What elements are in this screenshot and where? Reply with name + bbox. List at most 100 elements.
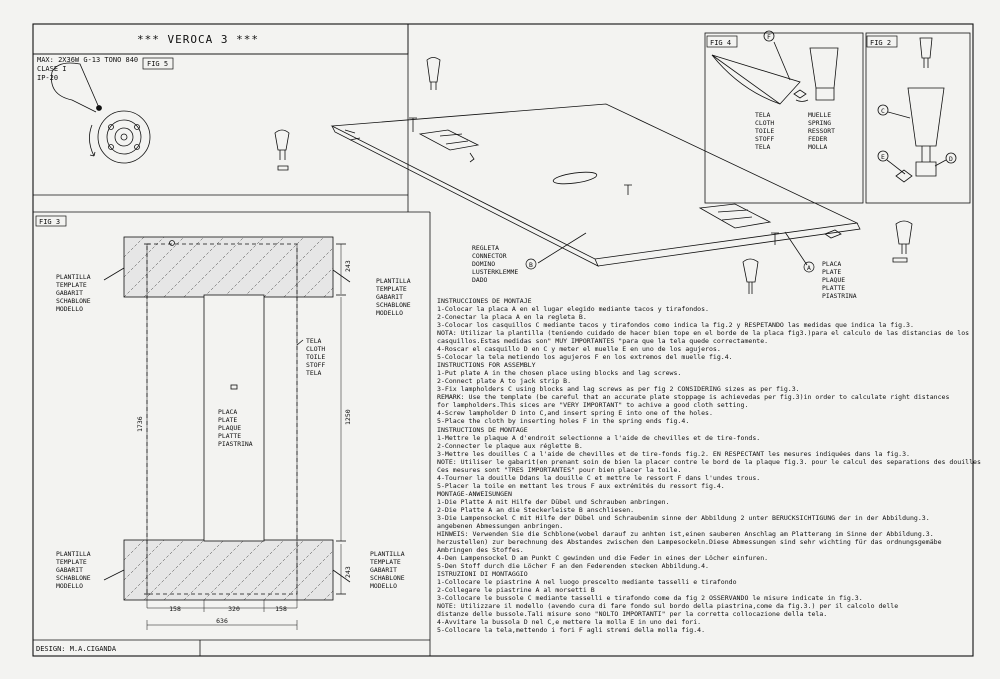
svg-text:TELA: TELA <box>306 337 322 345</box>
instr-line: 2-Connect plate A to jack strip B. <box>437 377 572 386</box>
svg-text:PLATE: PLATE <box>822 268 841 276</box>
fig2-callout-d: D <box>949 155 953 163</box>
instr-line: 3-Collocare le bussole C mediante tassel… <box>437 594 863 603</box>
svg-text:PLAQUE: PLAQUE <box>218 424 241 432</box>
svg-text:DADO: DADO <box>472 276 488 284</box>
svg-text:PIASTRINA: PIASTRINA <box>822 292 857 300</box>
designer-credit: DESIGN: M.A.CIGANDA <box>36 645 117 653</box>
fig4-spring-labels: MUELLE SPRING RESSORT FEDER MOLLA <box>808 111 835 151</box>
instr-line: 5-Place the cloth by inserting holes F i… <box>437 417 690 426</box>
fig3-plate-label: PLACA PLATE PLAQUE PLATTE PIASTRINA <box>218 408 253 448</box>
svg-text:TELA: TELA <box>755 143 771 151</box>
instr-line: HINWEIS: Verwenden Sie die Schblone(wobe… <box>437 529 934 538</box>
dim-636: 636 <box>216 617 228 625</box>
svg-text:SPRING: SPRING <box>808 119 831 127</box>
svg-text:GABARIT: GABARIT <box>56 566 83 574</box>
dim-158-left: 158 <box>169 605 181 613</box>
svg-text:STOFF: STOFF <box>755 135 774 143</box>
svg-text:SCHABLONE: SCHABLONE <box>376 301 411 309</box>
instr-line: 5-Placer la toile en mettant les trous F… <box>437 481 725 490</box>
callout-b: B <box>529 261 533 269</box>
instr-line: 1-Put plate A in the chosen place using … <box>437 369 682 378</box>
fig4-label: FIG 4 <box>710 39 731 47</box>
svg-text:STOFF: STOFF <box>306 361 325 369</box>
svg-text:PLATTE: PLATTE <box>218 432 241 440</box>
callout-a: A <box>807 264 811 272</box>
svg-text:CLOTH: CLOTH <box>306 345 325 353</box>
svg-text:GABARIT: GABARIT <box>370 566 397 574</box>
template-label-bottom-right: PLANTILLA TEMPLATE GABARIT SCHABLONE MOD… <box>370 550 405 590</box>
dim-243-top: 243 <box>344 260 352 272</box>
dim-1250: 1250 <box>344 409 352 425</box>
svg-text:PLAQUE: PLAQUE <box>822 276 845 284</box>
svg-text:PLACA: PLACA <box>822 260 841 268</box>
instr-line: 2-Connecter le plaque aux réglette B. <box>437 441 583 450</box>
svg-text:RESSORT: RESSORT <box>808 127 835 135</box>
instr-line: 5-Colocar la tela metiendo los agujeros … <box>437 353 733 362</box>
svg-text:MUELLE: MUELLE <box>808 111 831 119</box>
svg-text:MODELLO: MODELLO <box>56 305 83 313</box>
fig2-callout-e: E <box>881 153 885 161</box>
svg-text:TEMPLATE: TEMPLATE <box>56 281 87 289</box>
svg-text:MODELLO: MODELLO <box>56 582 83 590</box>
svg-text:PLACA: PLACA <box>218 408 237 416</box>
fig5-label: FIG 5 <box>147 60 168 68</box>
svg-text:PLANTILLA: PLANTILLA <box>56 550 91 558</box>
assembly-instructions: INSTRUCCIONES DE MONTAJE 1-Colocar la pl… <box>437 297 993 634</box>
instr-line: 5-Collocare la tela,mettendo i fori F ag… <box>437 626 706 635</box>
fig4-box <box>704 32 864 204</box>
instr-line: Ambringen des Stoffes. <box>437 545 524 554</box>
svg-text:PIASTRINA: PIASTRINA <box>218 440 253 448</box>
svg-text:MODELLO: MODELLO <box>376 309 403 317</box>
fig2-drawing <box>877 37 957 183</box>
instr-line: for lampholders.This sices are "VERY IMP… <box>437 401 749 410</box>
instr-line: NOTE: Utiliser le gabarit(en prenant soi… <box>437 457 981 466</box>
lampholder-parts <box>274 57 913 294</box>
luminaire-isometric <box>330 103 861 267</box>
svg-text:PLATE: PLATE <box>218 416 237 424</box>
fig2-box <box>865 32 971 204</box>
svg-text:TEMPLATE: TEMPLATE <box>370 558 401 566</box>
fig5-drawing <box>51 57 174 164</box>
instr-line: herzustellen) zur berechnung des Abstand… <box>437 537 942 546</box>
instr-line: 3-Colocar los casquillos C mediante taco… <box>437 321 914 330</box>
spec-line-1: MAX: 2X36W G-13 TONO 840 <box>37 56 138 64</box>
instr-line: distanze delle bussole.Tali misure sono … <box>437 610 828 619</box>
instr-line: NOTE: Utilizzare il modello (avendo cura… <box>437 602 899 611</box>
fig3-cloth-label: TELA CLOTH TOILE STOFF TELA <box>306 337 325 377</box>
instr-line: 3-Mettre les douilles C a l'aide de chev… <box>437 449 910 458</box>
instr-line: 1-Mettre le plaque A d'endroit selection… <box>437 433 761 442</box>
svg-text:REGLETA: REGLETA <box>472 244 499 252</box>
template-label-bottom-left: PLANTILLA TEMPLATE GABARIT SCHABLONE MOD… <box>56 550 91 590</box>
template-label-top-right: PLANTILLA TEMPLATE GABARIT SCHABLONE MOD… <box>376 277 411 317</box>
instr-line: 1-Die Platte A mit Hilfe der Dübel und S… <box>437 497 670 506</box>
instr-line: Ces mesures sont "TRES IMPORTANTES" pour… <box>437 465 682 474</box>
instr-line: INSTRUCTIONS FOR ASSEMBLY <box>437 361 536 370</box>
spec-line-3: IP-20 <box>37 74 58 82</box>
instr-line: 4-Screw lampholder D into C,and insert s… <box>437 409 713 418</box>
instr-line: ISTRUZIONI DI MONTAGGIO <box>437 570 528 579</box>
instr-line: 2-Collegare le piastrine A al morsetti B <box>437 586 595 595</box>
instr-line: 5-Den Stoff durch die Löcher F an den Fe… <box>437 562 709 571</box>
instr-line: MONTAGE-ANWEISUNGEN <box>437 489 512 498</box>
svg-text:MOLLA: MOLLA <box>808 143 827 151</box>
instr-line: REMARK: Use the template (be careful tha… <box>437 393 950 402</box>
svg-text:FEDER: FEDER <box>808 135 827 143</box>
template-label-top-left: PLANTILLA TEMPLATE GABARIT SCHABLONE MOD… <box>56 273 91 313</box>
instr-line: 4-Avvitare la bussola D nel C,e mettere … <box>437 618 702 627</box>
dim-1736: 1736 <box>136 416 144 432</box>
instr-line: 4-Den Lampensockel D am Punkt C gewinden… <box>437 554 769 562</box>
product-title: *** VEROCA 3 *** <box>137 33 259 46</box>
dim-158-right: 158 <box>275 605 287 613</box>
instr-line: 2-Die Platte A an die Steckerleiste B an… <box>437 505 635 514</box>
fig4-cloth-labels: TELA CLOTH TOILE STOFF TELA <box>755 111 774 151</box>
dim-320: 320 <box>228 605 240 613</box>
fig3-drawing <box>35 215 351 630</box>
svg-text:GABARIT: GABARIT <box>56 289 83 297</box>
instr-line: NOTA: Utilizar la plantilla (teniendo cu… <box>437 329 970 338</box>
svg-text:TEMPLATE: TEMPLATE <box>376 285 407 293</box>
svg-text:TEMPLATE: TEMPLATE <box>56 558 87 566</box>
svg-text:TELA: TELA <box>755 111 771 119</box>
fig4-drawing <box>711 30 839 105</box>
